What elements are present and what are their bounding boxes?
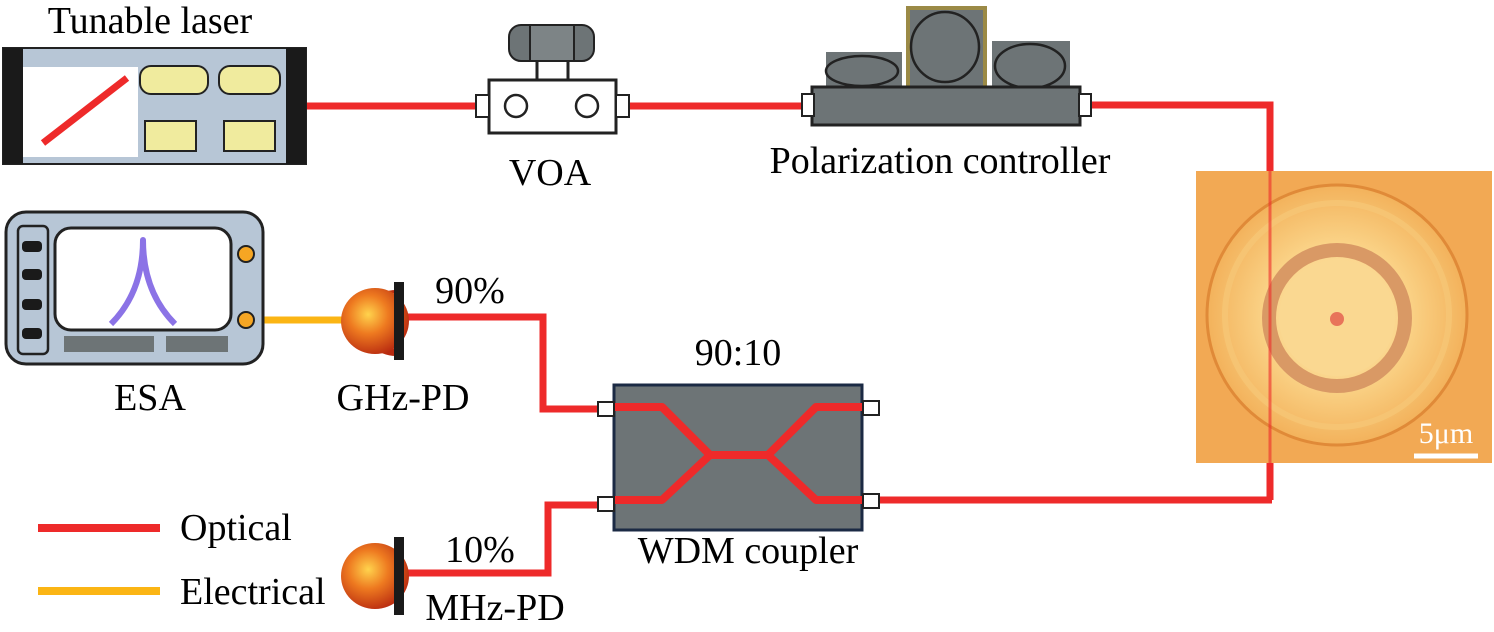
voa-icon <box>475 24 630 135</box>
legend: Optical Electrical <box>38 507 326 613</box>
photodetector-icon <box>341 282 409 360</box>
tunable-laser-label: Tunable laser <box>48 0 253 42</box>
ratio-10-label: 10% <box>445 529 515 571</box>
fiber-coupler-to-ghz-pd <box>404 313 598 413</box>
ghz-pd-label: GHz-PD <box>337 377 470 419</box>
wdm-coupler-label: WDM coupler <box>638 530 859 572</box>
esa-label: ESA <box>114 377 186 419</box>
polarization-controller-icon <box>801 6 1092 127</box>
photodetector-icon <box>341 537 409 615</box>
fiber-coupler-to-mhz-pd <box>404 501 598 577</box>
scale-bar-label: 5μm <box>1419 417 1473 450</box>
voa-label: VOA <box>509 152 592 194</box>
legend-optical-label: Optical <box>180 507 292 549</box>
coupler-ratio-label: 90:10 <box>695 332 782 374</box>
legend-electrical-label: Electrical <box>180 571 326 613</box>
esa-icon <box>4 210 265 366</box>
mhz-pd-label: MHz-PD <box>425 587 564 629</box>
polarization-controller-label: Polarization controller <box>770 140 1111 182</box>
ratio-90-label: 90% <box>435 270 505 312</box>
microresonator-image <box>1196 171 1492 463</box>
coupler-icon <box>597 383 880 532</box>
tunable-laser-icon <box>2 47 307 165</box>
optical-links <box>306 101 1274 577</box>
